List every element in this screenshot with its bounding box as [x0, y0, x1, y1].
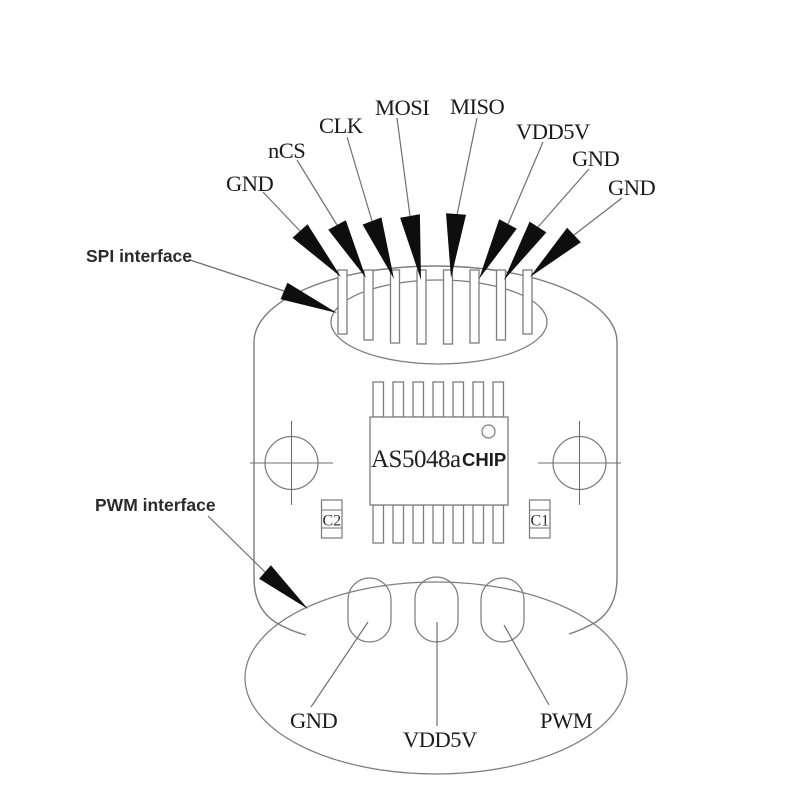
header-pin-4: [416, 269, 427, 345]
header-pin-8: [522, 269, 533, 335]
header-pin-1: [337, 269, 348, 335]
pad-label-pwm: PWM: [540, 708, 593, 733]
pin-label-clk: CLK: [319, 113, 364, 138]
pwm-interface-label: PWM interface: [95, 495, 216, 515]
arrow-spi-interface: [280, 282, 337, 313]
chip-pin: [452, 381, 465, 418]
chip-pin: [412, 504, 425, 544]
pad-pwm: [480, 577, 525, 643]
chip-pin: [432, 381, 445, 418]
chip-pin: [452, 504, 465, 544]
header-pin-3: [389, 269, 401, 344]
arrow-miso: [446, 213, 466, 278]
leader-ncs: [296, 159, 338, 226]
chip-pin: [492, 504, 505, 544]
pin-label-mosi: MOSI: [375, 95, 429, 120]
leader-pad-pwm: [503, 624, 550, 706]
chip-tag-label: CHIP: [462, 449, 506, 470]
spi-header-pins: [337, 269, 533, 345]
top-pin-labels: GND nCS CLK MOSI MISO VDD5V GND GND: [226, 94, 656, 200]
chip-pin: [472, 381, 485, 418]
arrow-vdd5v: [479, 219, 517, 279]
arrow-mosi: [400, 214, 421, 280]
board-left-edge: [253, 342, 307, 636]
leader-mosi: [396, 117, 411, 217]
pad-gnd: [347, 577, 392, 643]
bottom-pad-labels: GND VDD5V PWM: [290, 708, 593, 752]
leader-spi-interface: [189, 259, 285, 292]
chip-pin: [412, 381, 425, 418]
leader-miso: [456, 117, 478, 216]
leader-vdd5v: [507, 141, 544, 225]
chip-bottom-pins: [372, 504, 505, 544]
capacitor-c1-label: C1: [530, 513, 549, 530]
spi-header-oval: [330, 279, 548, 365]
pin-arrows: [259, 213, 581, 609]
arrow-ncs: [328, 220, 366, 278]
spi-interface-label: SPI interface: [86, 246, 192, 266]
header-pin-5: [442, 269, 454, 345]
leader-gnd-1: [262, 191, 301, 232]
arrow-gnd-1: [292, 224, 341, 277]
board-right-edge: [568, 342, 618, 635]
chip-pin: [392, 381, 405, 418]
capacitor-c2-label: C2: [322, 513, 341, 530]
leader-pwm-interface: [207, 515, 266, 573]
mounting-hole-right: [538, 421, 621, 505]
pin-label-miso: MISO: [450, 94, 505, 119]
pin-label-gnd-2: GND: [572, 146, 619, 171]
leader-lines: [189, 117, 623, 726]
pin-label-ncs: nCS: [268, 138, 305, 163]
leader-gnd-3: [573, 197, 623, 236]
bottom-connector-ellipse: [244, 581, 628, 775]
chip-top-pins: [372, 381, 505, 418]
chip-pin: [432, 504, 445, 544]
pin-label-vdd5v: VDD5V: [516, 119, 590, 144]
header-pin-6: [469, 269, 480, 344]
arrow-gnd-2: [504, 221, 547, 280]
board-top-dome: [253, 265, 618, 343]
chip-pin: [492, 381, 505, 418]
chip-name-label: AS5048a: [371, 446, 461, 473]
chip-pin: [372, 504, 385, 544]
capacitor-outline: [320, 499, 343, 539]
header-pin-7: [495, 269, 507, 341]
mounting-hole-left: [250, 421, 333, 505]
arrow-gnd-3: [530, 227, 581, 277]
pad-label-gnd: GND: [290, 708, 337, 733]
leader-gnd-2: [537, 168, 590, 228]
leader-clk: [346, 136, 373, 222]
chip-pin: [372, 381, 385, 418]
chip-body: [369, 416, 509, 506]
pin-label-gnd-1: GND: [226, 171, 273, 196]
leader-pad-gnd: [310, 621, 369, 708]
header-pin-2: [363, 269, 374, 341]
pin-label-gnd-3: GND: [608, 175, 655, 200]
capacitor-outline: [528, 499, 551, 539]
chip-pin1-marker-icon: [481, 424, 496, 439]
arrow-pwm-interface: [259, 565, 308, 609]
chip-pin: [472, 504, 485, 544]
arrow-clk: [362, 217, 394, 279]
capacitor-c1: C1: [528, 499, 551, 539]
chip-pin: [392, 504, 405, 544]
pad-label-vdd5v: VDD5V: [403, 727, 477, 752]
capacitor-c2: C2: [320, 499, 343, 539]
